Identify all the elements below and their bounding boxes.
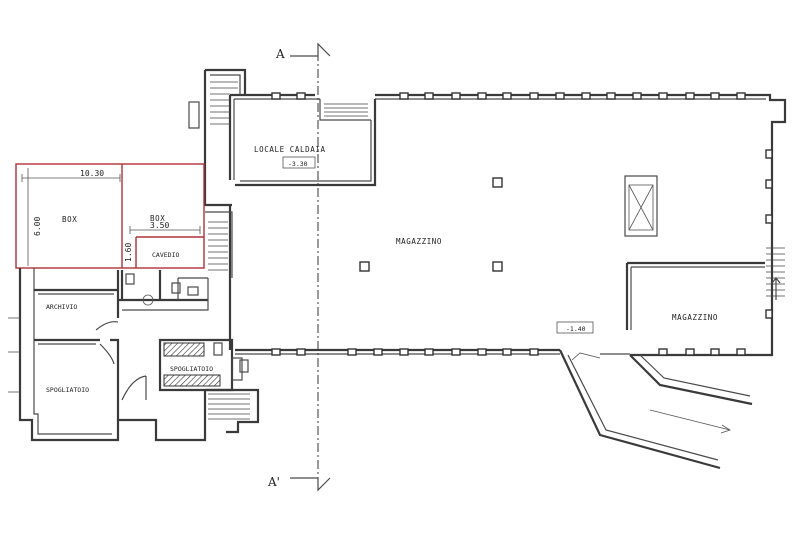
room-label-box-large: BOX (62, 215, 77, 224)
room-label-cavedio: CAVEDIO (152, 251, 179, 259)
room-label-spogliatoio-left: SPOGLIATOIO (46, 386, 89, 394)
boiler-room-stair (324, 103, 368, 117)
room-label-archivio: ARCHIVIO (46, 303, 77, 311)
room-label-box-small: BOX (150, 214, 165, 223)
level-tag-magazzino (556, 321, 594, 334)
upper-stair (210, 81, 238, 125)
lift-shaft (624, 175, 658, 237)
room-label-boiler: LOCALE CALDAIA (254, 145, 326, 154)
room-label-magazzino-right: MAGAZZINO (672, 313, 718, 322)
level-tag-boiler (282, 156, 316, 169)
wall-pilasters (271, 92, 773, 356)
section-axis: A A' (267, 42, 331, 492)
dim-box-width: 10.30 (80, 169, 104, 178)
lower-stair (208, 393, 250, 420)
dim-cavedio-width: 1.60 (124, 243, 133, 262)
boiler-room: LOCALE CALDAIA -3.30 (235, 99, 377, 187)
dim-box-depth: 6.00 (33, 217, 42, 236)
middle-stair (208, 221, 228, 271)
level-magazzino: -1.40 (566, 325, 586, 333)
structural-columns (359, 177, 503, 272)
level-boiler: -3.30 (288, 160, 308, 168)
stair-core (188, 68, 247, 278)
room-label-spogliatoio-center: SPOGLIATOIO (170, 365, 213, 373)
access-ramps (559, 349, 753, 470)
box-area: 10.30 3.50 6.00 1.60 BOX BOX CAVEDIO (15, 163, 205, 269)
grid-ticks (8, 317, 20, 393)
room-label-magazzino-main: MAGAZZINO (396, 237, 442, 246)
service-block: ARCHIVIO SPOGLIATOIO SPOGLIATOIO (18, 268, 260, 442)
dim-box-small-width: 3.50 (150, 221, 169, 230)
magazzino-right-partition (625, 247, 785, 330)
section-mark-top: A (275, 47, 285, 61)
section-mark-bottom: A' (267, 475, 280, 489)
